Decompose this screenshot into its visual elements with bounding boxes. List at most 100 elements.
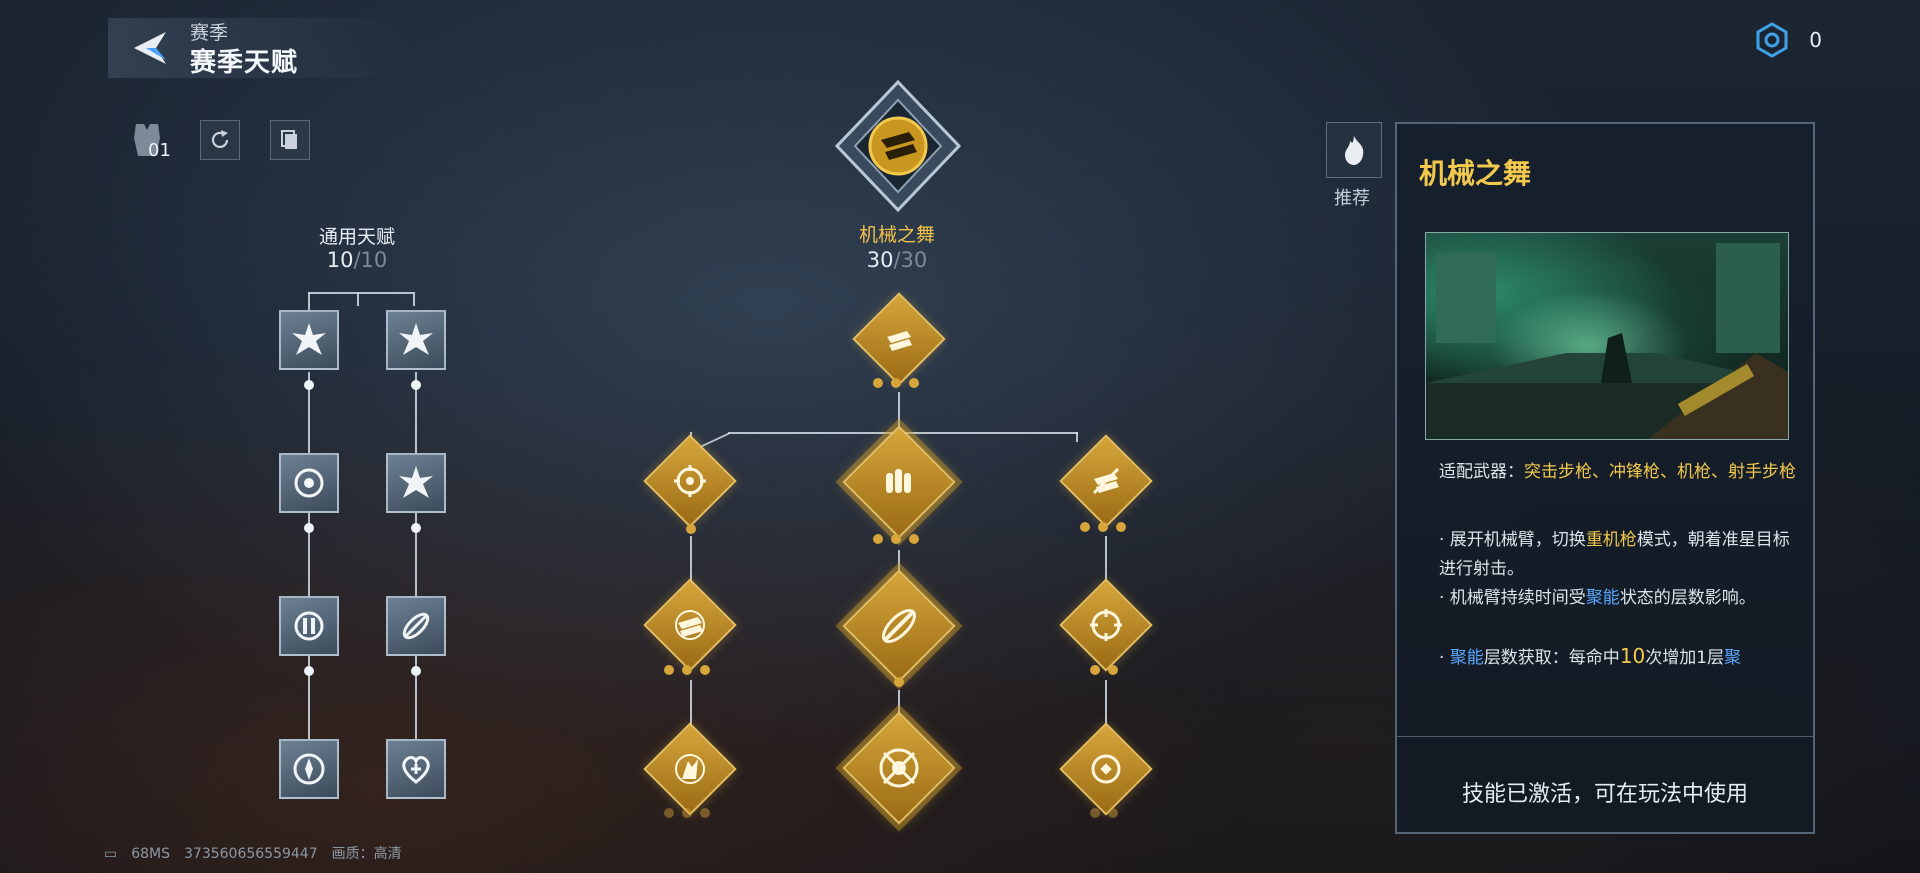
rank-pip	[873, 378, 883, 388]
beast-claw-icon	[675, 754, 705, 784]
rank-pip	[894, 677, 904, 687]
general-talent-count: 10/10	[257, 248, 457, 272]
connector-line	[308, 292, 310, 314]
tree-node[interactable]	[842, 569, 956, 683]
node-dot	[304, 666, 314, 676]
desc-text: 次增加1层	[1645, 648, 1725, 668]
rank-pip	[909, 378, 919, 388]
compass-icon	[293, 753, 325, 785]
general-count-current: 10	[326, 248, 354, 272]
connector-line	[357, 292, 359, 306]
tree-count-current: 30	[866, 248, 894, 272]
tree-node[interactable]	[643, 722, 737, 816]
weapons-list: 突击步枪、冲锋枪、机枪、射手步枪	[1524, 462, 1796, 482]
tree-node[interactable]	[1059, 434, 1153, 528]
general-talent-node[interactable]	[386, 739, 446, 799]
connector-line	[898, 392, 900, 434]
latency: 68MS	[131, 846, 171, 862]
weapons-prefix: 适配武器：	[1439, 462, 1524, 482]
rank-pips	[1080, 522, 1126, 532]
general-talent-node[interactable]	[279, 739, 339, 799]
ammo-icon	[886, 469, 911, 493]
connector-line	[1076, 432, 1078, 442]
tree-node[interactable]	[643, 578, 737, 672]
rank-pip	[664, 665, 674, 675]
rank-pip	[909, 534, 919, 544]
orbit-icon	[402, 612, 430, 640]
tree-node[interactable]	[842, 425, 956, 539]
general-talent-node[interactable]	[386, 453, 446, 513]
skull-target-icon	[879, 748, 919, 788]
crosshair-icon	[1090, 609, 1122, 641]
tree-title: 机械之舞	[858, 224, 935, 246]
preset-number: 01	[148, 140, 171, 161]
burst-icon	[399, 466, 433, 498]
connector-line	[898, 550, 900, 588]
burst-icon	[399, 323, 433, 355]
specialization-emblem	[834, 79, 962, 213]
skill-desc-1: · 展开机械臂，切换重机枪模式，朝着准星目标进行射击。	[1439, 526, 1799, 584]
rank-pips	[873, 534, 919, 544]
desc-text: 层数获取：每命中	[1483, 648, 1620, 668]
tree-node[interactable]	[1059, 578, 1153, 672]
desc-number: 10	[1619, 644, 1646, 668]
flame-icon	[1345, 136, 1364, 165]
skill-desc-2: · 机械臂持续时间受聚能状态的层数影响。	[1439, 584, 1799, 613]
connector-line	[690, 680, 692, 736]
node-dot	[304, 380, 314, 390]
currency-value: 0	[1809, 28, 1822, 52]
battery-icon: ▭	[104, 846, 118, 862]
desc-text: 模式，朝着准星目标进行射击。	[1439, 530, 1790, 579]
rank-pip	[1090, 808, 1100, 818]
reset-button[interactable]	[200, 120, 240, 160]
connector-line	[1105, 680, 1107, 736]
copy-button[interactable]	[270, 120, 310, 160]
tree-root-node[interactable]	[852, 292, 946, 386]
node-dot	[411, 523, 421, 533]
hex-core-icon[interactable]	[1754, 22, 1790, 58]
skill-status: 技能已激活，可在玩法中使用	[1461, 782, 1748, 807]
general-count-max: /10	[353, 248, 388, 272]
page-title: 赛季天赋	[190, 48, 299, 78]
back-button[interactable]	[128, 26, 172, 70]
recommend-button[interactable]	[1326, 122, 1382, 178]
general-talent-node[interactable]	[386, 596, 446, 656]
desc-text: 状态的层数影响。	[1619, 588, 1756, 608]
rank-pips	[664, 665, 710, 675]
back-arrow-icon	[134, 32, 166, 64]
rank-pip	[682, 665, 692, 675]
target-lock-icon	[1091, 754, 1121, 784]
skill-weapons: 适配武器：突击步枪、冲锋枪、机枪、射手步枪	[1439, 458, 1799, 487]
desc-text: ·	[1439, 648, 1450, 668]
recommend-label: 推荐	[1334, 188, 1370, 209]
rank-pip	[891, 534, 901, 544]
general-talent-node[interactable]	[279, 453, 339, 513]
crosshair-icon	[674, 465, 706, 497]
mech-arm-icon	[675, 610, 705, 640]
rank-pips	[1090, 665, 1118, 675]
desc-highlight: 聚	[1724, 648, 1742, 668]
node-dot	[411, 380, 421, 390]
tree-count-max: /30	[893, 248, 928, 272]
panel-divider	[1397, 736, 1813, 737]
preset-slot-button[interactable]	[130, 120, 164, 160]
desc-highlight: 聚能	[1585, 588, 1620, 608]
copy-icon	[281, 130, 297, 149]
heart-shield-icon	[402, 756, 430, 784]
burst-icon	[292, 323, 326, 355]
tree-node[interactable]	[1059, 722, 1153, 816]
mech-arm-icon	[1092, 467, 1120, 495]
rank-pips	[873, 378, 919, 388]
header-bar	[108, 18, 408, 78]
general-talent-node[interactable]	[279, 310, 339, 370]
tree-node[interactable]	[643, 434, 737, 528]
skill-detail-panel: 机械之舞 适配武器：突击步枪、冲锋枪、机枪、射手步枪 · 展开机械臂，切换重机枪…	[1395, 122, 1815, 834]
general-talent-node[interactable]	[386, 310, 446, 370]
tree-node[interactable]	[842, 711, 956, 825]
general-talent-node[interactable]	[279, 596, 339, 656]
desc-text: · 展开机械臂，切换	[1439, 530, 1586, 550]
refresh-icon	[211, 130, 229, 149]
rank-pips	[664, 808, 710, 818]
rank-pip	[686, 524, 696, 534]
desc-text: · 机械臂持续时间受	[1439, 588, 1586, 608]
